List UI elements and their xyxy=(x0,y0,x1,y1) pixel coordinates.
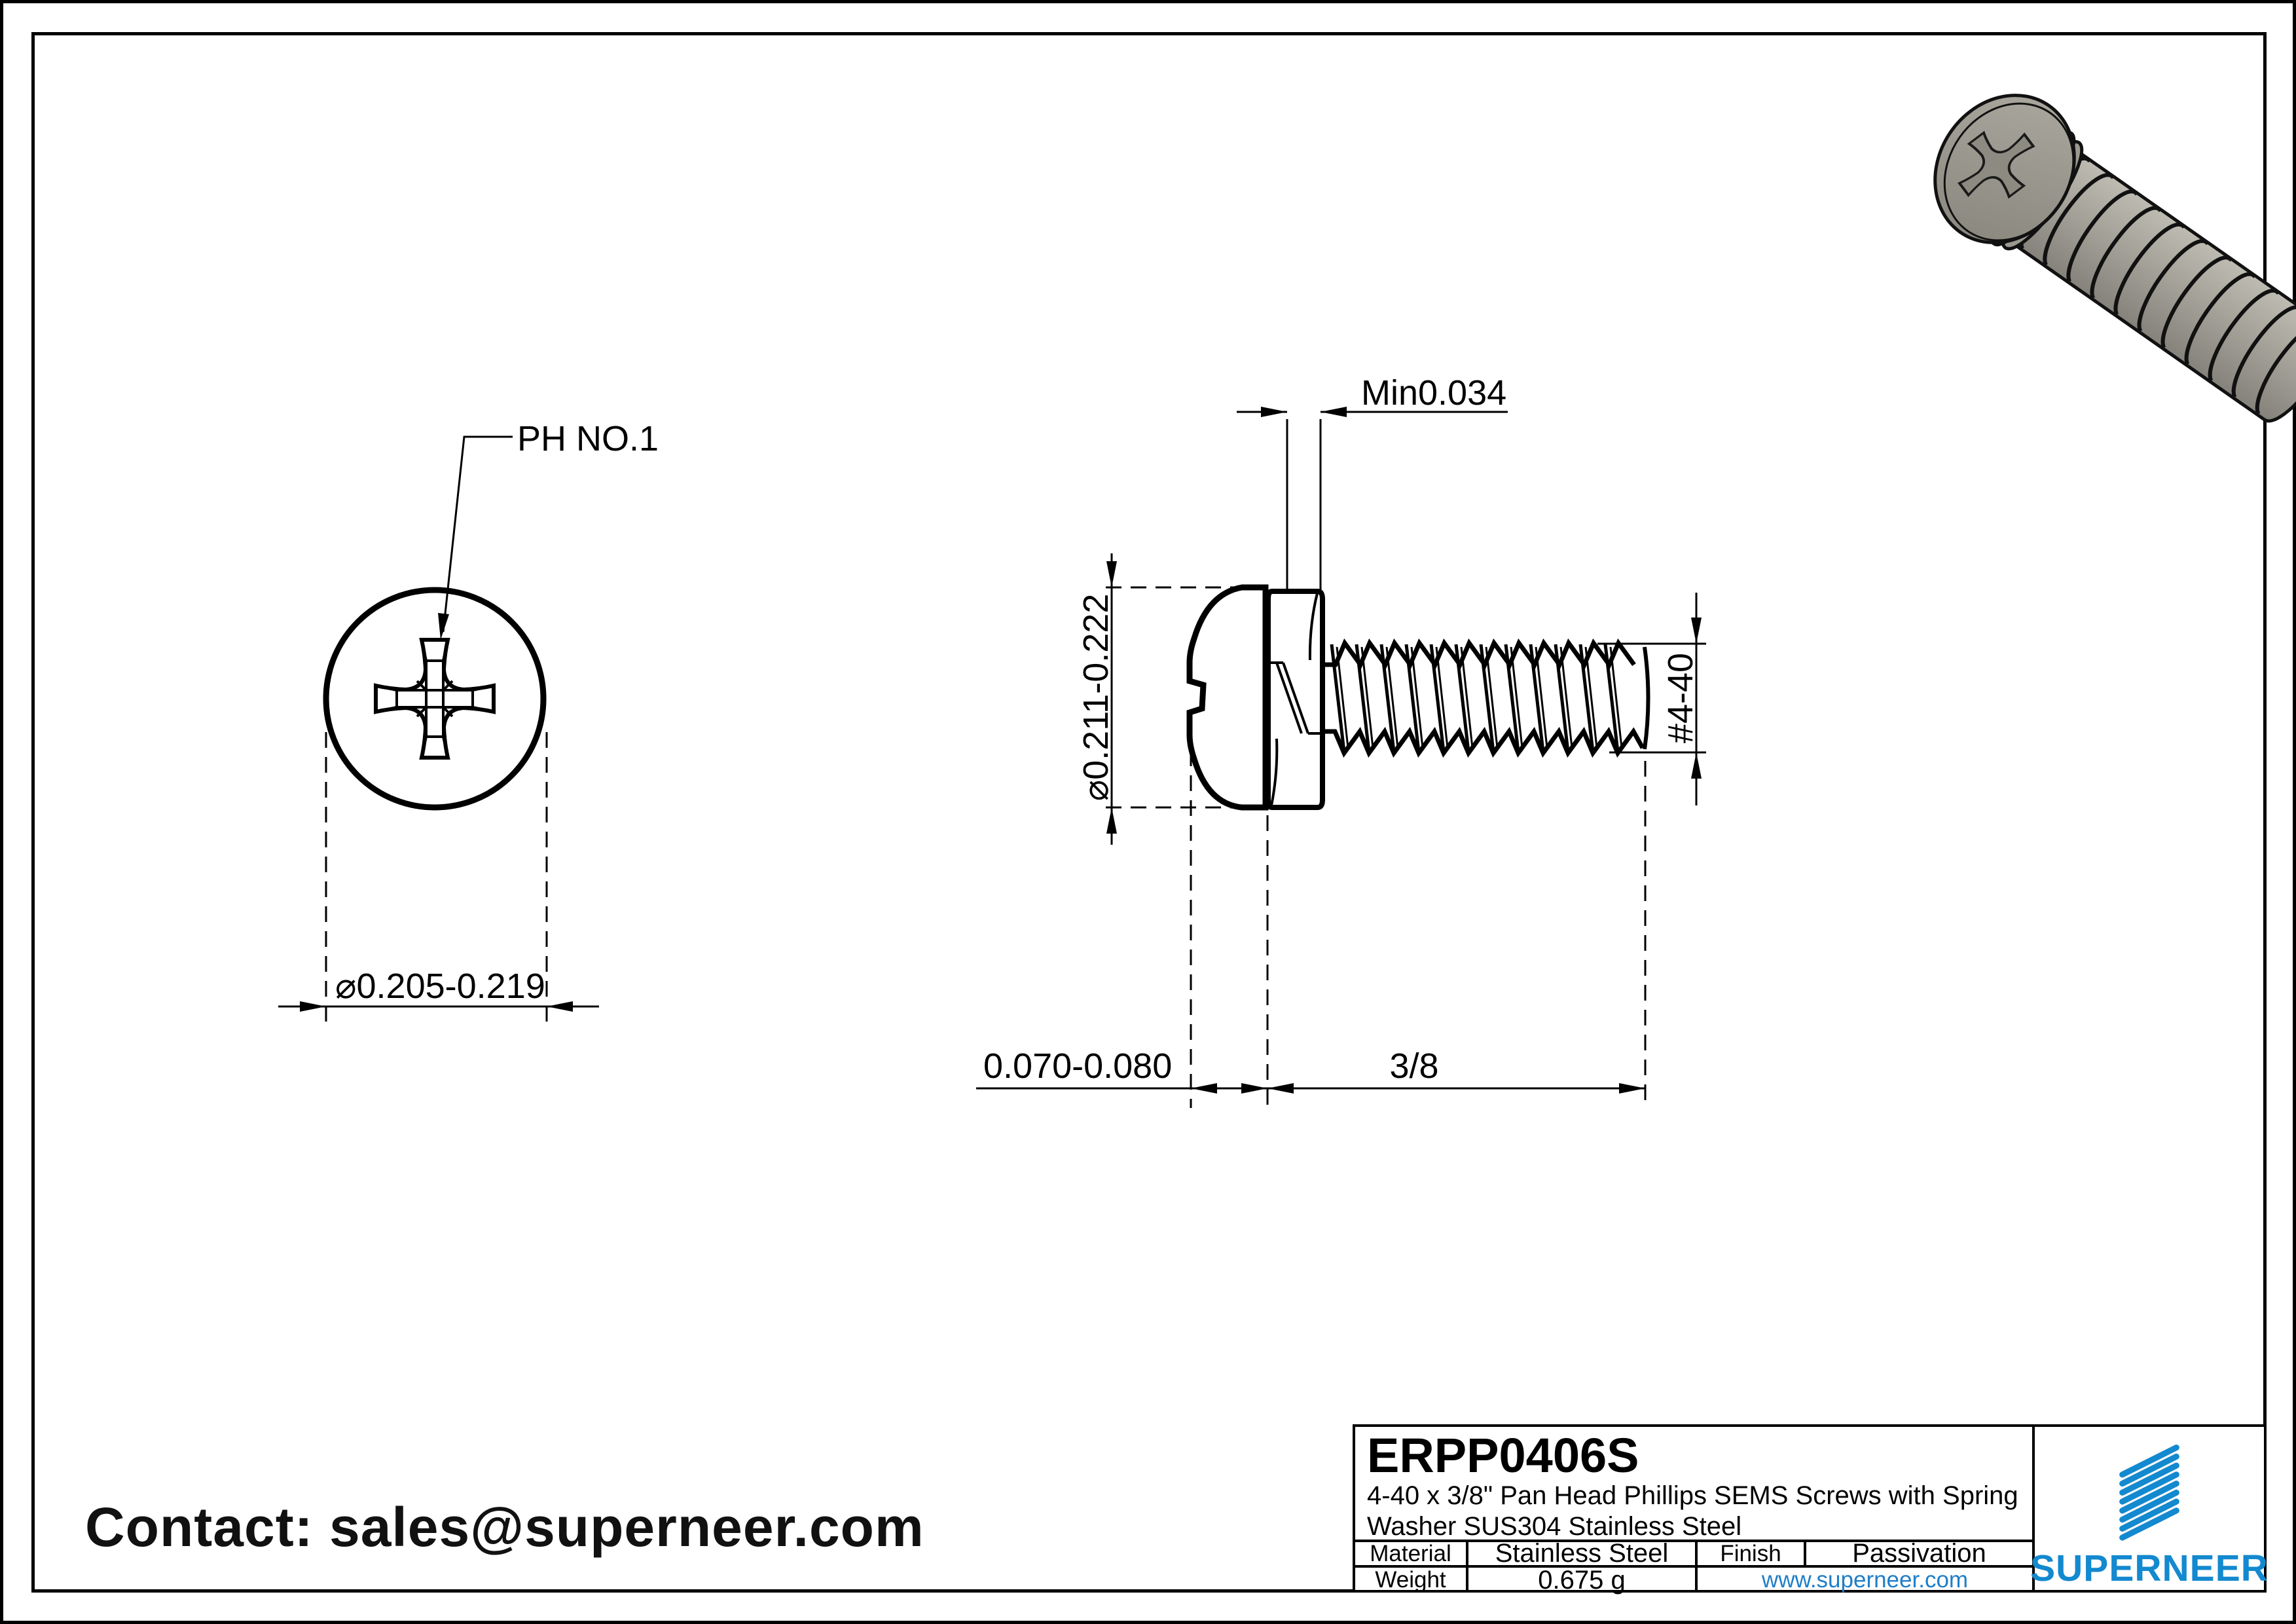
screw-3d-render xyxy=(1933,94,2296,423)
logo-stripe xyxy=(2119,1507,2179,1541)
part-description-line1: 4-40 x 3/8" Pan Head Phillips SEMS Screw… xyxy=(1367,1481,2018,1510)
logo-stripe xyxy=(2119,1481,2179,1514)
weight-value: 0.675 g xyxy=(1466,1566,1695,1595)
finish-label: Finish xyxy=(1695,1541,1804,1566)
recess-label-leader xyxy=(442,435,513,633)
superneer-logo-icon xyxy=(2119,1445,2179,1541)
dim-arrow xyxy=(1191,1083,1217,1094)
brand-wordmark: SUPERNEER xyxy=(2030,1547,2269,1589)
dim-arrow xyxy=(1321,407,1347,417)
logo-stripe xyxy=(2119,1462,2179,1496)
weight-website-row: Weight 0.675 g www.superneer.com xyxy=(1355,1565,2032,1595)
thread-flanks xyxy=(1330,644,1620,752)
recess-label: PH NO.1 xyxy=(517,419,659,458)
dim-arrow xyxy=(1691,618,1702,644)
thread-rib-3d xyxy=(2043,173,2115,267)
head-profile xyxy=(1186,584,1269,811)
thread-rib-3d xyxy=(2255,322,2296,415)
logo-stripe xyxy=(2119,1445,2179,1478)
thread-spec-text: #4-40 xyxy=(1661,653,1700,743)
head-rim-3d xyxy=(1943,102,2075,242)
washer-thickness-text: Min0.034 xyxy=(1361,373,1506,413)
thread-rib-3d xyxy=(2160,255,2233,349)
dim-arrow xyxy=(1619,1083,1645,1094)
logo-cell: SUPERNEER xyxy=(2030,1427,2268,1590)
logo-stripe xyxy=(2119,1498,2179,1532)
website-cell: www.superneer.com xyxy=(1695,1567,2032,1593)
dim-arrow xyxy=(1106,561,1117,587)
title-area: ERPP0406S 4-40 x 3/8" Pan Head Phillips … xyxy=(1355,1427,2032,1541)
logo-stripe xyxy=(2119,1453,2179,1487)
front-view: PH NO.1 ⌀0.205-0.219 xyxy=(278,419,659,1029)
phillips-3d xyxy=(1958,130,2035,199)
dim-arrow-left xyxy=(300,1001,326,1012)
dim-arrow xyxy=(1261,407,1287,417)
dim-arrow xyxy=(1106,807,1117,834)
part-number: ERPP0406S xyxy=(1367,1428,1639,1483)
head-outline-circle xyxy=(323,587,547,811)
dim-arrow xyxy=(1267,1083,1294,1094)
thread-flanks-thin xyxy=(1336,646,1623,748)
thread-length-text: 3/8 xyxy=(1389,1046,1438,1086)
thread-rib-3d xyxy=(2137,239,2210,333)
material-label: Material xyxy=(1370,1540,1451,1566)
contact-text: Contact: sales@superneer.com xyxy=(85,1496,924,1558)
thread-spec-leaders xyxy=(1597,642,1706,754)
thread-rib-3d xyxy=(2208,288,2281,382)
thread-rib-3d xyxy=(2066,189,2139,283)
side-head-diameter-text: ⌀0.211-0.222 xyxy=(1076,594,1116,802)
dim-arrow-right xyxy=(547,1001,573,1012)
logo-stripe xyxy=(2119,1471,2179,1505)
logo-stripe xyxy=(2119,1489,2179,1523)
material-finish-row: Material Stainless Steel Finish Passivat… xyxy=(1355,1539,2032,1568)
thread-rib-3d xyxy=(2090,206,2162,299)
bottom-extension-lines xyxy=(1190,726,1647,1108)
thread-rib-3d xyxy=(2113,222,2186,316)
leader-arrowhead xyxy=(438,613,449,640)
thread-end-face xyxy=(1643,646,1650,750)
drawing-frame xyxy=(31,32,2267,1593)
head-height-text: 0.070-0.080 xyxy=(983,1046,1172,1086)
thread-crests-bottom xyxy=(1322,726,1645,758)
thread-rib-3d xyxy=(2184,272,2257,365)
washer-extension-lines xyxy=(1286,419,1322,591)
thread-rib-3d xyxy=(2231,304,2296,399)
finish-value: Passivation xyxy=(1804,1539,2032,1568)
material-value: Stainless Steel xyxy=(1466,1539,1695,1568)
dim-arrow xyxy=(1691,752,1702,779)
website-link[interactable]: www.superneer.com xyxy=(1761,1567,1969,1593)
front-head-diameter-text: ⌀0.205-0.219 xyxy=(335,967,545,1006)
title-block: ERPP0406S 4-40 x 3/8" Pan Head Phillips … xyxy=(1353,1424,2268,1595)
side-view: Min0.034 ⌀0.211-0.222 #4-40 0.070-0.080 … xyxy=(976,373,1706,1108)
part-description-line2: Washer SUS304 Stainless Steel xyxy=(1367,1512,1742,1541)
dim-arrow xyxy=(1241,1083,1267,1094)
weight-label: Weight xyxy=(1375,1567,1446,1593)
phillips-recess-outline xyxy=(374,638,496,760)
phillips-recess-detail xyxy=(375,639,494,758)
spring-washer-split xyxy=(1268,593,1322,806)
